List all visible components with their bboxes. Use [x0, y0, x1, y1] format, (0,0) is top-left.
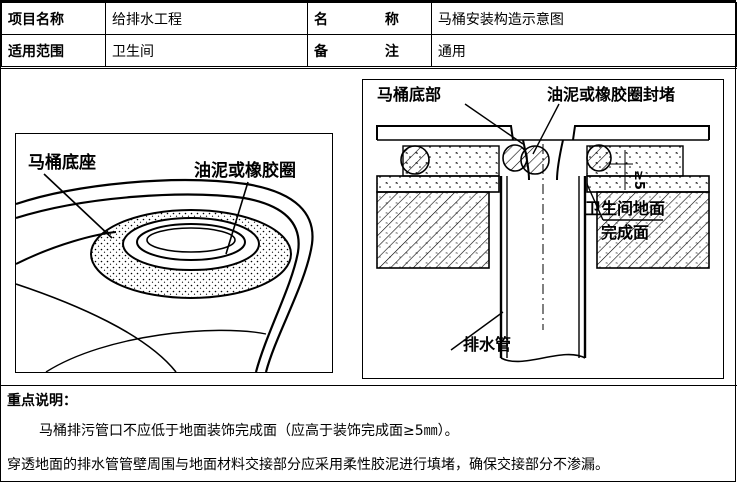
info-row-2: 适用范围 卫生间 备 注 通用 — [1, 34, 738, 67]
label-dimension: ≥5 — [631, 170, 646, 190]
figure-area: 马桶底座 油泥或橡胶圈 — [1, 68, 737, 386]
toilet-base-drawing: 马桶底座 油泥或橡胶圈 — [16, 152, 314, 372]
name-label: 名 称 — [307, 2, 432, 35]
label-floor-line1: 卫生间地面 — [585, 199, 665, 218]
info-table: 项目名称 给排水工程 名 称 马桶安装构造示意图 适用范围 卫生间 备 注 通用 — [1, 2, 738, 67]
toilet-base-figure: 马桶底座 油泥或橡胶圈 — [15, 133, 333, 373]
notes-line-1: 马桶排污管口不应低于地面装饰完成面（应高于装饰完成面≥5㎜）。 — [39, 423, 459, 439]
notes-line-2: 穿透地面的排水管管壁周围与地面材料交接部分应采用柔性胶泥进行填堵，确保交接部分不… — [7, 457, 609, 473]
notes-title: 重点说明： — [7, 393, 77, 409]
label-seal: 油泥或橡胶圈封堵 — [547, 85, 675, 104]
label-putty-ring: 油泥或橡胶圈 — [194, 160, 296, 181]
label-toilet-base: 马桶底座 — [28, 152, 96, 173]
remark-label-text: 备 注 — [314, 43, 425, 60]
scope-label: 适用范围 — [1, 34, 106, 67]
project-name-label: 项目名称 — [1, 2, 106, 35]
remark-label: 备 注 — [307, 34, 432, 67]
project-name-value: 给排水工程 — [105, 2, 308, 35]
info-row-1: 项目名称 给排水工程 名 称 马桶安装构造示意图 — [1, 2, 738, 35]
label-floor-line2: 完成面 — [601, 223, 649, 242]
name-value: 马桶安装构造示意图 — [430, 2, 738, 35]
label-drain-pipe: 排水管 — [463, 335, 511, 354]
cross-section-drawing: ≥5 马桶底部 油泥或橡胶圈封堵 卫生间地面 完成面 排水管 — [376, 85, 710, 363]
scope-value: 卫生间 — [105, 34, 308, 67]
name-label-text: 名 称 — [314, 11, 425, 28]
key-notes: 重点说明： 马桶排污管口不应低于地面装饰完成面（应高于装饰完成面≥5㎜）。 穿透… — [1, 386, 737, 484]
remark-value: 通用 — [430, 34, 738, 67]
cross-section-figure: ≥5 马桶底部 油泥或橡胶圈封堵 卫生间地面 完成面 排水管 — [362, 79, 724, 379]
label-toilet-bottom: 马桶底部 — [377, 85, 441, 104]
